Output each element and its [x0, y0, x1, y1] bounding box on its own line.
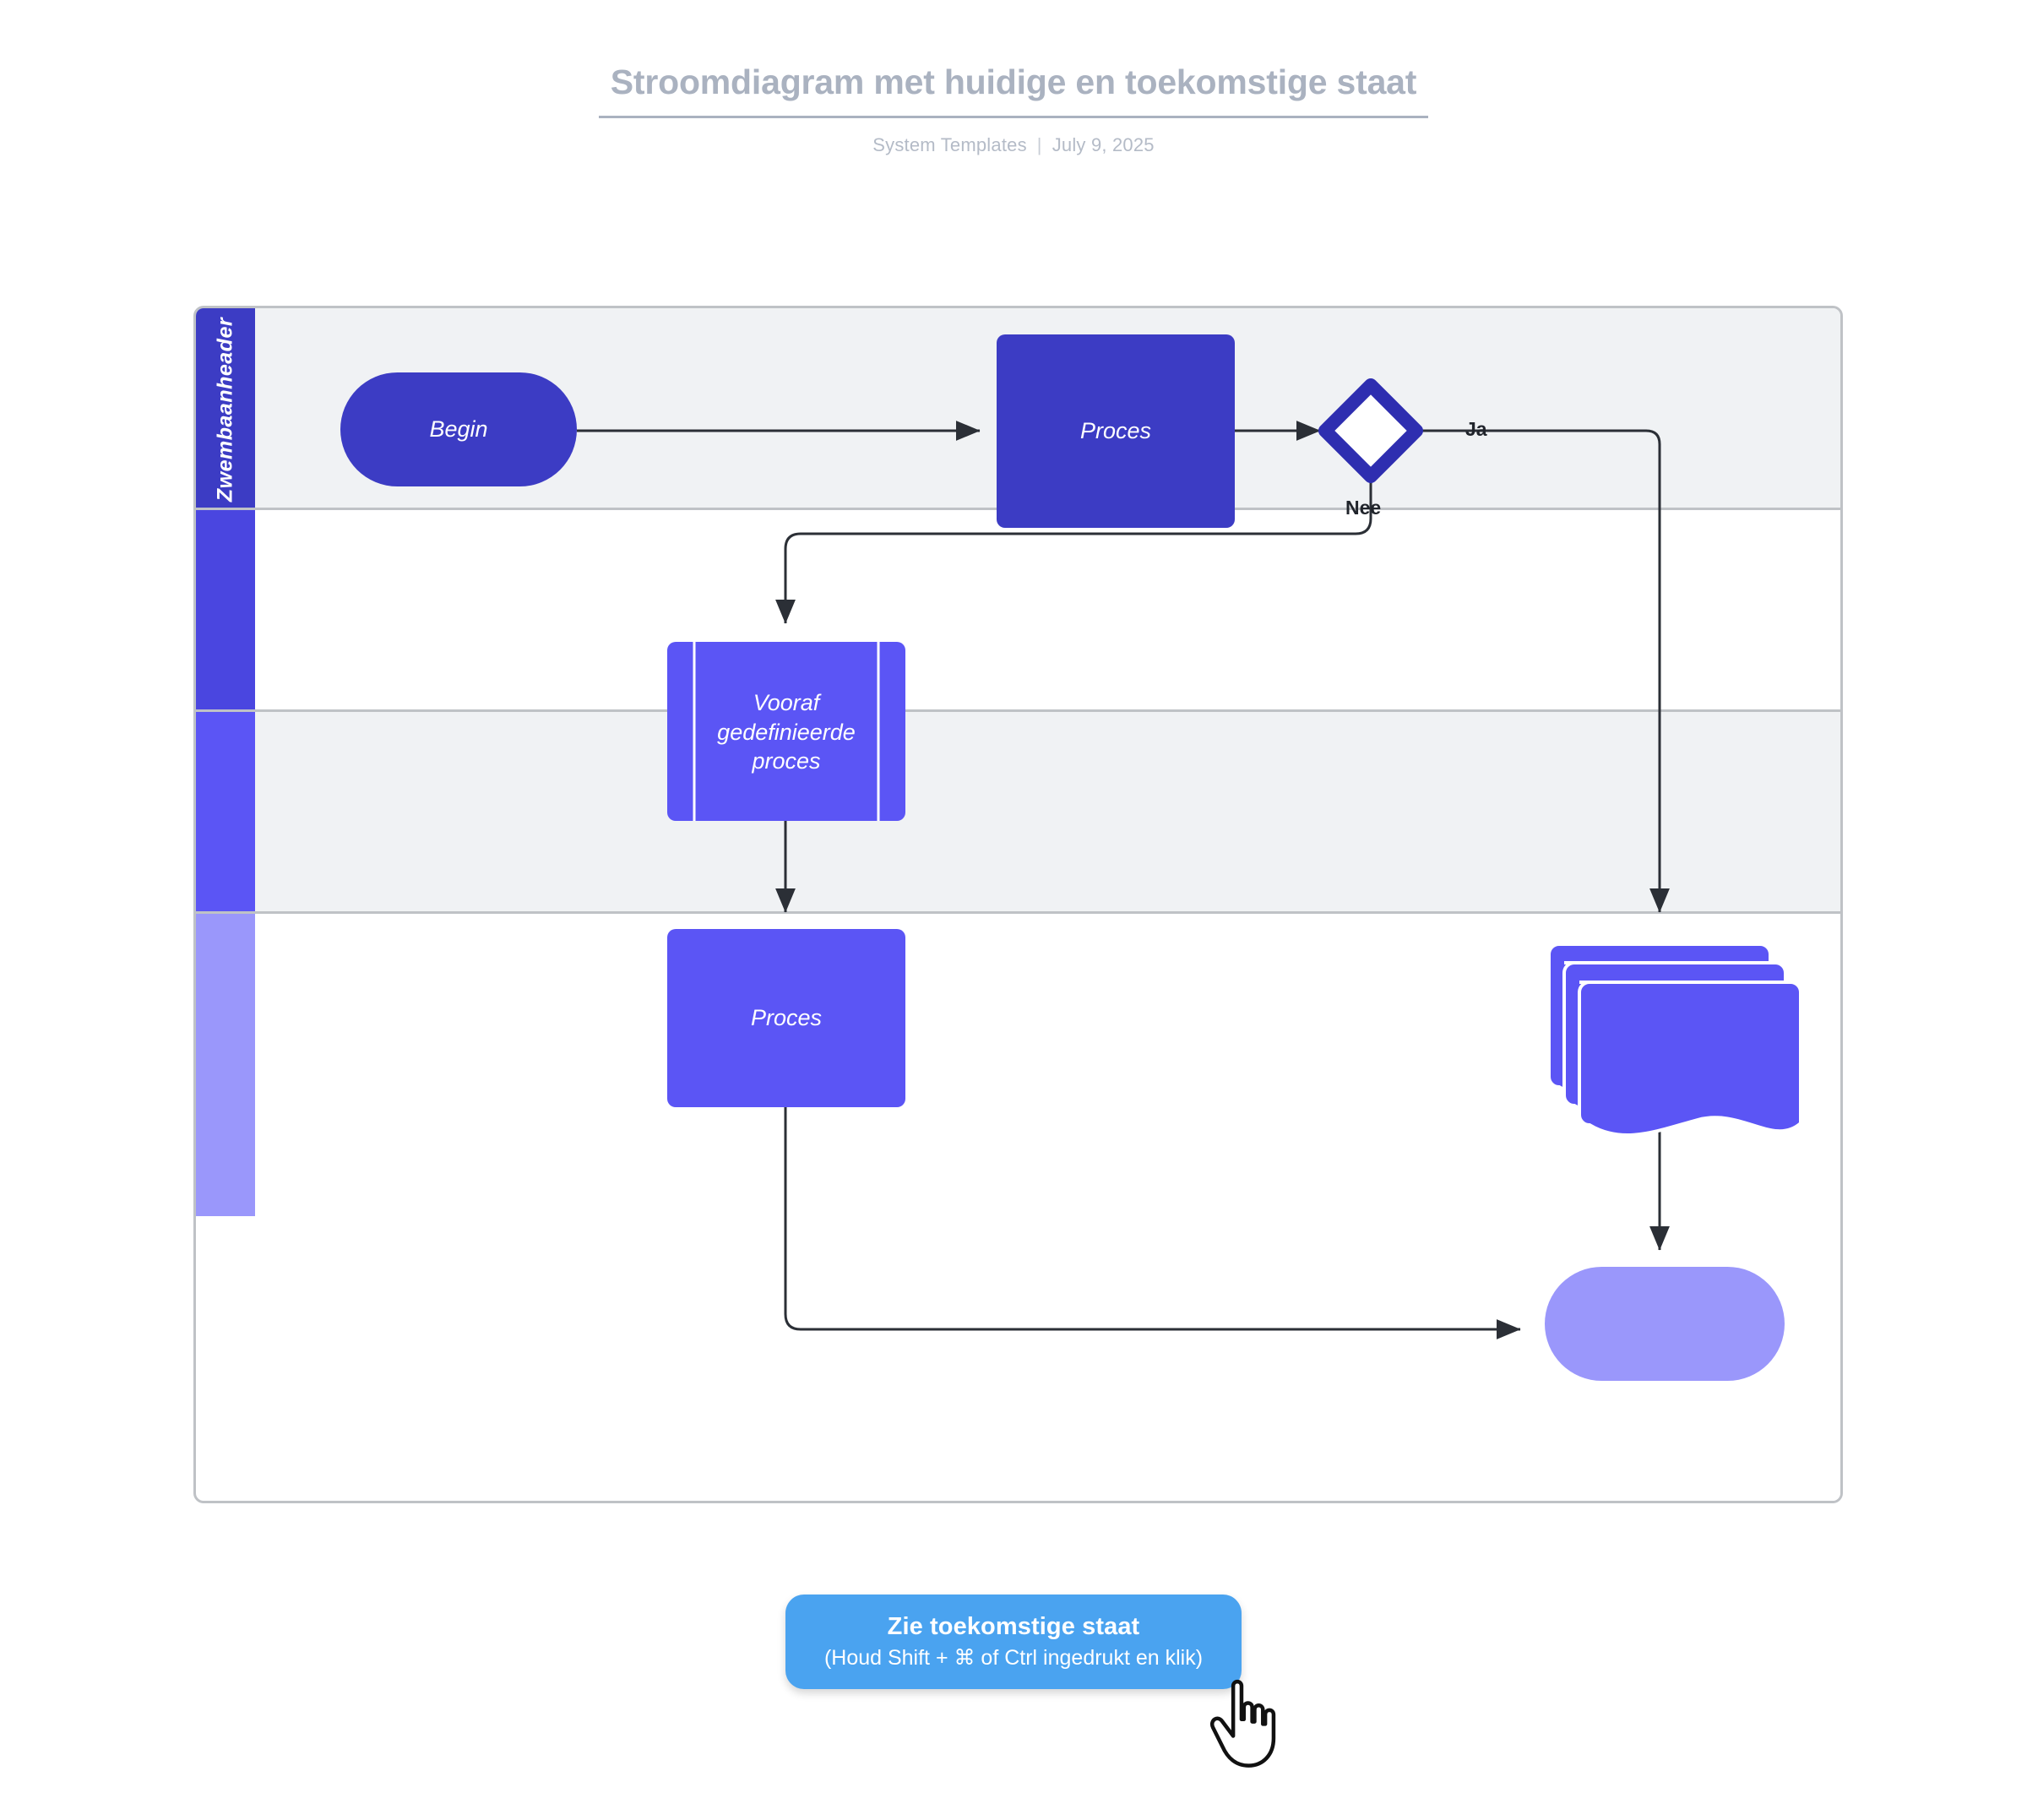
swimlane-body-4[interactable]	[255, 914, 1840, 1501]
swimlane-row-4[interactable]	[196, 914, 1840, 1501]
swimlane-body-3[interactable]	[255, 712, 1840, 914]
swimlane-header-band-2[interactable]	[196, 510, 255, 712]
swimlane-body-1[interactable]	[255, 308, 1840, 510]
lane-divider-2	[196, 709, 1840, 712]
cta-sub-label: (Houd Shift + ⌘ of Ctrl ingedrukt en kli…	[823, 1646, 1204, 1671]
lane-divider-3	[196, 911, 1840, 914]
swimlane-header-band-4[interactable]	[196, 914, 255, 1216]
swimlane-row-3[interactable]	[196, 712, 1840, 914]
cta-main-label: Zie toekomstige staat	[887, 1613, 1140, 1640]
swimlane-row-2[interactable]	[196, 510, 1840, 712]
view-future-state-button[interactable]: Zie toekomstige staat (Houd Shift + ⌘ of…	[785, 1595, 1242, 1690]
source-label: System Templates	[872, 134, 1027, 156]
document-header: Stroomdiagram met huidige en toekomstige…	[0, 61, 2027, 156]
swimlane-row-1[interactable]: Zwembaanheader	[196, 308, 1840, 510]
page-title: Stroomdiagram met huidige en toekomstige…	[598, 61, 1429, 119]
edge-label-nee: Nee	[1345, 497, 1382, 519]
swimlane-body-2[interactable]	[255, 510, 1840, 712]
swimlane-header-label: Zwembaanheader	[213, 317, 237, 502]
date-label: July 9, 2025	[1052, 134, 1155, 156]
hand-pointer-cursor	[1210, 1679, 1276, 1768]
swimlane-header-band-1[interactable]: Zwembaanheader	[196, 308, 255, 510]
document-subtitle: System Templates | July 9, 2025	[0, 134, 2027, 156]
subtitle-divider: |	[1036, 134, 1042, 156]
edge-label-ja: Ja	[1465, 418, 1487, 440]
swimlane-header-band-3[interactable]	[196, 712, 255, 914]
cta-wrapper: Zie toekomstige staat (Houd Shift + ⌘ of…	[0, 1595, 2027, 1690]
swimlane-container[interactable]: Zwembaanheader	[193, 306, 1843, 1503]
